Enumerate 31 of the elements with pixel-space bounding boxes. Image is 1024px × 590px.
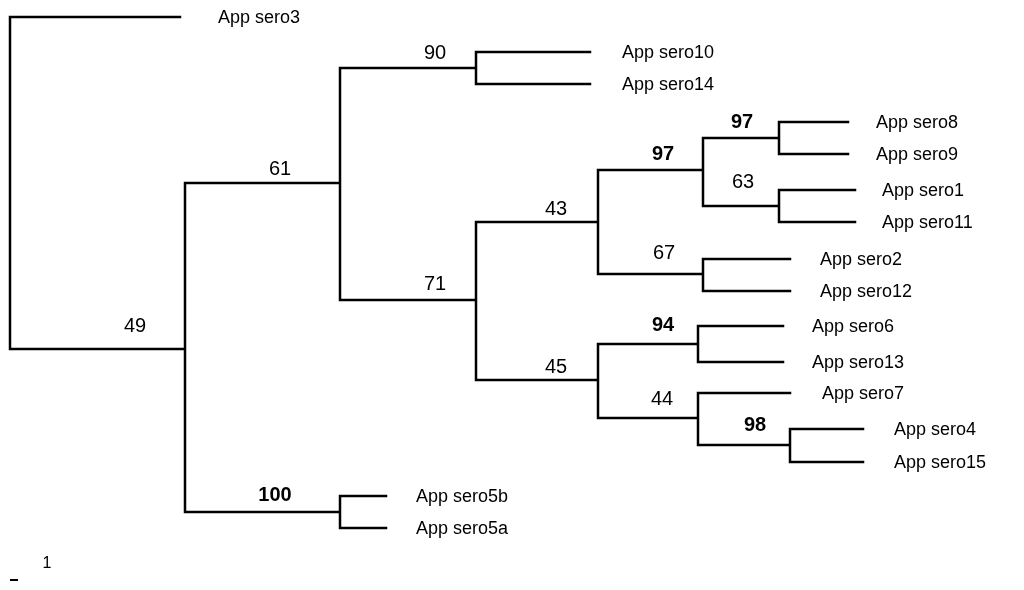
taxon-label: App sero2 [820,250,903,268]
taxon-label: App sero4 [894,420,977,438]
taxon-label: App sero10 [622,43,715,61]
bootstrap-value: 98 [743,414,767,434]
bootstrap-value: 61 [268,158,292,178]
scale-bar-label: 1 [42,555,52,571]
bootstrap-value: 45 [544,356,568,376]
bootstrap-value: 49 [123,315,147,335]
taxon-label: App sero11 [882,213,973,231]
taxon-label: App sero9 [876,145,959,163]
taxon-label: App sero5b [416,487,509,505]
bootstrap-value: 100 [258,484,292,504]
bootstrap-value: 71 [423,273,447,293]
taxon-label: App sero12 [820,282,913,300]
bootstrap-value: 43 [544,198,568,218]
bootstrap-value: 63 [731,171,755,191]
taxon-label: App sero14 [622,75,715,93]
bootstrap-value: 67 [652,242,676,262]
taxon-label: App sero15 [894,453,987,471]
taxon-label: App sero6 [812,317,895,335]
bootstrap-value: 90 [423,42,447,62]
taxon-label: App sero13 [812,353,905,371]
taxon-label: App sero3 [218,8,301,26]
bootstrap-value: 44 [650,388,674,408]
bootstrap-value: 94 [651,314,675,334]
bootstrap-value: 97 [730,111,754,131]
taxon-label: App sero7 [822,384,905,402]
taxon-label: App sero8 [876,113,959,131]
taxon-label: App sero5a [416,519,509,537]
bootstrap-value: 97 [651,143,675,163]
taxon-label: App sero1 [882,181,965,199]
